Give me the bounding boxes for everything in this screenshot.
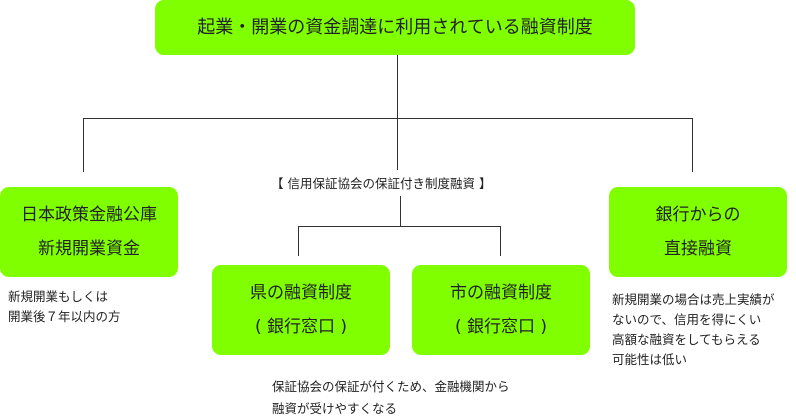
note-line: ないので、信用を得にくい xyxy=(612,312,762,327)
connector xyxy=(397,55,398,118)
box-line: 市の融資制度 xyxy=(450,283,552,303)
connector xyxy=(83,118,693,119)
prefecture-box: 県の融資制度 ( 銀行窓口 ) xyxy=(212,265,390,355)
note-line: 新規開業の場合は売上実績が xyxy=(612,292,775,307)
connector xyxy=(400,196,401,226)
note-line: 保証協会の保証が付くため、金融機関から xyxy=(272,379,510,394)
box-line: ( 銀行窓口 ) xyxy=(254,317,348,337)
bank-box: 銀行からの 直接融資 xyxy=(609,187,787,277)
connector xyxy=(500,226,501,256)
title-box: 起業・開業の資金調達に利用されている融資制度 xyxy=(155,0,635,55)
connector xyxy=(298,226,299,256)
connector xyxy=(692,118,693,172)
note-line: 開業後７年以内の方 xyxy=(8,309,121,324)
guarantee-label: 【 信用保証協会の保証付き制度融資 】 xyxy=(271,176,492,191)
note-line: 新規開業もしくは xyxy=(8,289,109,304)
jfc-note: 新規開業もしくは 開業後７年以内の方 xyxy=(8,287,121,327)
connector xyxy=(298,226,501,227)
jfc-box: 日本政策金融公庫 新規開業資金 xyxy=(0,187,178,277)
note-line: 高額な融資をしてもらえる xyxy=(612,332,761,347)
connector xyxy=(83,118,84,172)
box-line: 銀行からの xyxy=(655,205,741,225)
city-box: 市の融資制度 ( 銀行窓口 ) xyxy=(412,265,590,355)
box-line: 新規開業資金 xyxy=(38,239,140,259)
title: 起業・開業の資金調達に利用されている融資制度 xyxy=(197,16,593,38)
box-line: 県の融資制度 xyxy=(250,283,352,303)
box-line: 日本政策金融公庫 xyxy=(21,205,157,225)
bank-note: 新規開業の場合は売上実績が ないので、信用を得にくい 高額な融資をしてもらえる … xyxy=(612,290,775,370)
note-line: 融資が受けやすくなる xyxy=(272,401,398,416)
box-line: 直接融資 xyxy=(664,239,732,259)
note-line: 可能性は低い xyxy=(612,352,688,367)
connector xyxy=(397,118,398,170)
box-line: ( 銀行窓口 ) xyxy=(454,317,548,337)
guarantee-note: 保証協会の保証が付くため、金融機関から 融資が受けやすくなる xyxy=(272,376,510,420)
